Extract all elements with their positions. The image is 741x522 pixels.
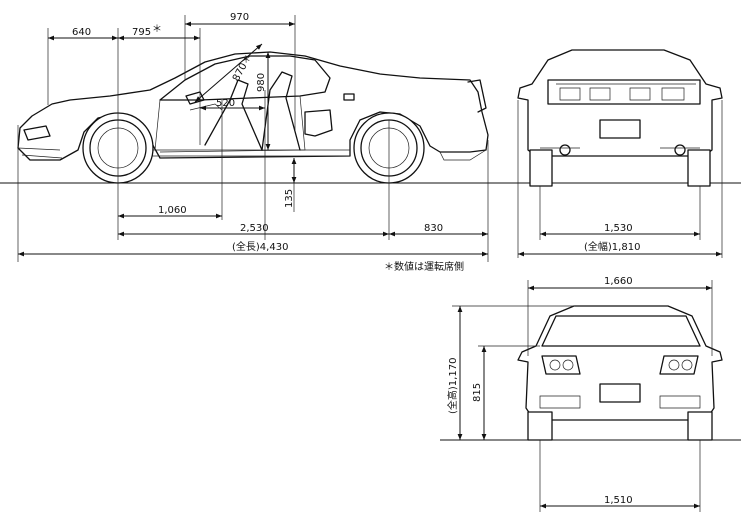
front-plate bbox=[599, 383, 641, 403]
dim-hood-height: 815 bbox=[472, 383, 483, 402]
dim-overall-length: (全長)4,430 bbox=[232, 240, 288, 253]
rear-tire-right bbox=[687, 149, 711, 187]
exhaust-right bbox=[674, 144, 686, 156]
front-body-outline bbox=[517, 305, 723, 421]
side-view: 640 795 ＊ 970 870＊ 980 520 135 1,060 2,5… bbox=[0, 12, 741, 262]
dim-roof-span: 970 bbox=[230, 12, 249, 23]
lamp-right-1 bbox=[668, 359, 680, 371]
fuel-cap bbox=[343, 93, 355, 101]
dim-top-width: 1,660 bbox=[604, 276, 633, 287]
headlight bbox=[23, 125, 51, 141]
rear-lamps bbox=[556, 83, 696, 101]
dim-overall-width: (全幅)1,810 bbox=[584, 240, 640, 253]
lamp-left-1 bbox=[549, 359, 561, 371]
front-bumper bbox=[17, 147, 63, 159]
driver-seat-front bbox=[204, 79, 263, 151]
dim-front-tread: 1,510 bbox=[604, 495, 633, 506]
dim-seat-depth: 520 bbox=[216, 98, 235, 109]
dim-front-wheel-to-seat: 1,060 bbox=[158, 205, 187, 216]
dim-seat-height: 980 bbox=[256, 73, 267, 92]
dim-wheelbase: 2,530 bbox=[240, 223, 269, 234]
dim-rear-overhang: 830 bbox=[424, 223, 443, 234]
dim-overall-height: (全高)1,170 bbox=[446, 358, 459, 414]
front-headlight-left bbox=[541, 355, 581, 375]
rear-spoiler bbox=[467, 79, 487, 113]
dim-rear-tread: 1,530 bbox=[604, 223, 633, 234]
front-tire-right bbox=[687, 411, 713, 441]
side-mirror bbox=[185, 91, 205, 105]
dim-seat-to-front: 795 bbox=[132, 27, 151, 38]
rear-diffuser bbox=[439, 149, 487, 161]
rear-view: 1,530 (全幅)1,810 bbox=[517, 49, 723, 258]
side-intake bbox=[304, 109, 333, 137]
dim-line-870 bbox=[194, 43, 263, 103]
windshield bbox=[541, 315, 701, 347]
front-headlight-right bbox=[659, 355, 699, 375]
front-view: 1,660 (全高)1,170 815 1,510 bbox=[440, 276, 741, 512]
exhaust-left bbox=[559, 144, 571, 156]
dim-seat-to-front-mark: ＊ bbox=[152, 24, 162, 35]
rear-tire-left bbox=[529, 149, 553, 187]
front-tire-left bbox=[527, 411, 553, 441]
lamp-left-2 bbox=[562, 359, 574, 371]
footnote: ＊数値は運転席側 bbox=[384, 260, 464, 273]
dim-ground-clearance: 135 bbox=[284, 189, 295, 208]
dim-front-overhang: 640 bbox=[72, 27, 91, 38]
rear-light-bar bbox=[547, 79, 701, 105]
side-skirt bbox=[150, 149, 350, 157]
rear-body-outline bbox=[517, 49, 723, 157]
fog-lamps bbox=[539, 395, 701, 409]
rear-plate bbox=[599, 119, 641, 139]
lamp-right-2 bbox=[681, 359, 693, 371]
